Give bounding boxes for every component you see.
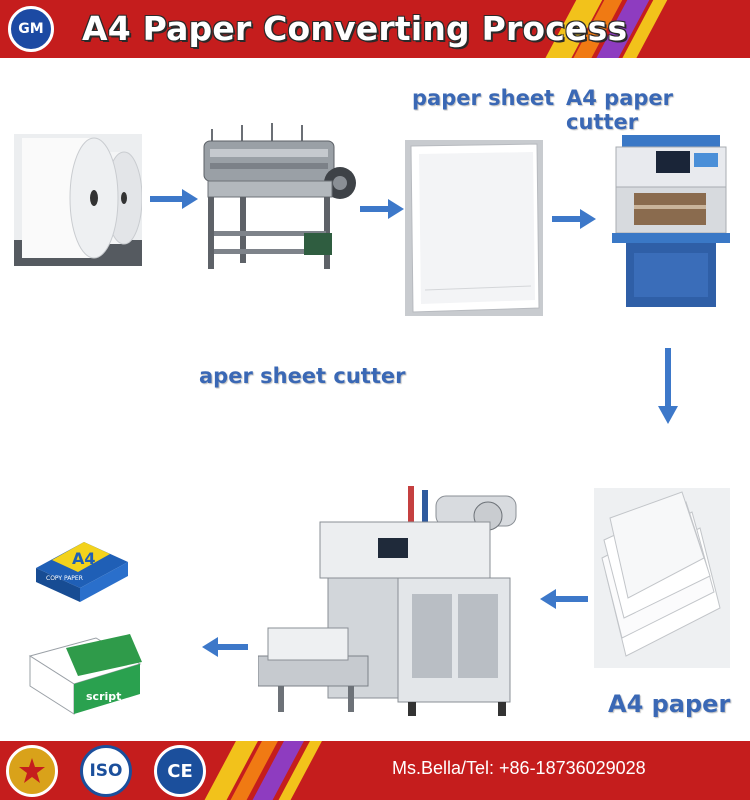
company-logo: GM [8, 6, 54, 52]
quality-award-icon [6, 745, 58, 797]
ream-brand-text: script [86, 690, 121, 703]
page-title: A4 Paper Converting Process [82, 9, 628, 48]
a4-paper-cutter-image [612, 135, 730, 307]
flow-arrow-left [540, 589, 588, 609]
label-paper-sheet-cutter: aper sheet cutter [199, 364, 406, 388]
ream-sub-text: COPY PAPER [46, 575, 83, 582]
a4-packing-machine-image [258, 486, 517, 716]
footer-bar: ISO CE Ms.Bella/Tel: +86-18736029028 [0, 741, 750, 800]
header-bar: GM A4 Paper Converting Process [0, 0, 750, 58]
paper-sheet-image [405, 140, 543, 316]
a4-copy-paper-ream-image: A4 COPY PAPER [36, 542, 128, 602]
star-icon [19, 758, 45, 783]
flow-arrow-right [360, 199, 404, 219]
ce-badge-icon: CE [154, 745, 206, 797]
flow-arrow-left [202, 637, 248, 657]
flow-arrow-right [552, 209, 596, 229]
a4-paper-stack-image [594, 488, 730, 668]
label-a4-paper: A4 paper [608, 690, 731, 718]
script-paper-ream-image: script [28, 634, 142, 715]
label-paper-sheet: paper sheet [412, 86, 555, 110]
sheet-cutter-machine-image [203, 123, 356, 269]
ream-brand-text: A4 [72, 549, 96, 568]
paper-roll-image [14, 134, 142, 266]
iso-badge-icon: ISO [80, 745, 132, 797]
contact-info: Ms.Bella/Tel: +86-18736029028 [392, 758, 646, 778]
process-diagram: paper sheet A4 paper cutter aper sheet c… [0, 58, 750, 741]
logo-text: GM [18, 21, 44, 37]
flow-arrow-right [150, 189, 198, 209]
flow-arrow-down [658, 348, 678, 424]
label-a4-paper-cutter: A4 paper cutter [566, 86, 674, 134]
